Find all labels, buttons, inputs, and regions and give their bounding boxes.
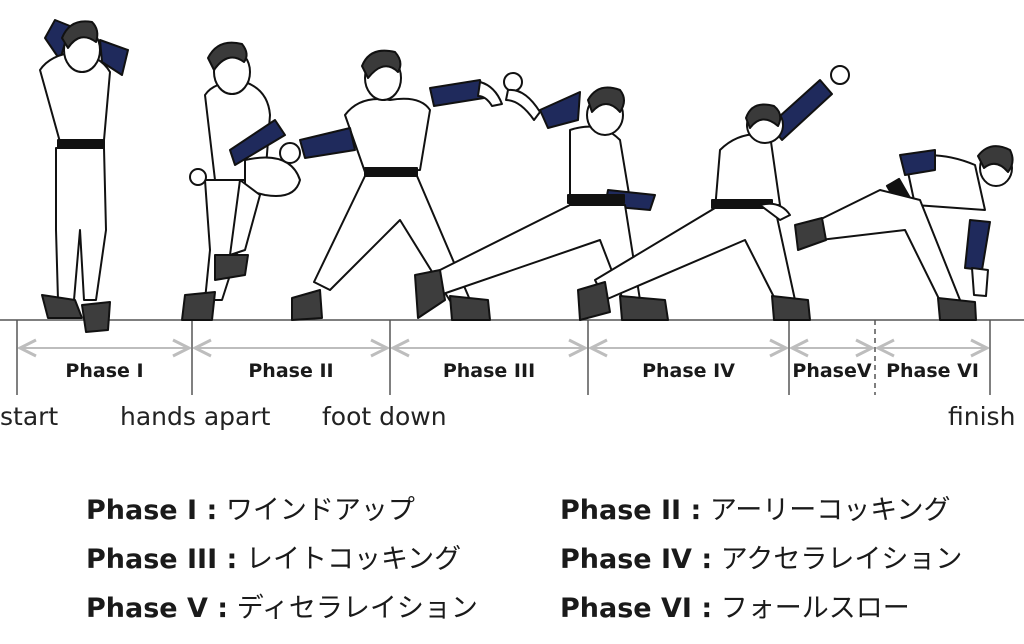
marker-foot-down: foot down (322, 402, 447, 431)
phase-label-3: Phase III (442, 360, 536, 382)
legend-name: レイトコッキング (245, 544, 462, 575)
legend-item: Phase III : レイトコッキング (86, 537, 461, 576)
legend-phase: Phase III : (86, 544, 238, 575)
legend-item: Phase V : ディセラレイション (86, 586, 478, 625)
phase-label-1: Phase I (65, 360, 144, 382)
legend-name: アクセラレイション (720, 544, 963, 575)
legend-phase: Phase I : (86, 495, 218, 526)
marker-start: start (0, 402, 59, 431)
legend-name: ディセラレイション (236, 593, 478, 624)
pitcher-figure-stride (279, 49, 503, 321)
legend-phase: Phase IV : (560, 544, 713, 575)
pitcher-figure-follow-through (794, 145, 1014, 321)
legend-item: Phase VI : フォールスロー (560, 586, 910, 625)
legend-item: Phase I : ワインドアップ (86, 488, 415, 527)
phase-boundaries (16, 320, 991, 395)
pitcher-figure-leg-lift (181, 41, 301, 321)
legend-name: フォールスロー (720, 593, 910, 624)
legend-name: アーリーコッキング (709, 495, 951, 526)
marker-finish: finish (948, 402, 1016, 431)
phase-label-4: Phase IV (642, 360, 735, 382)
pitcher-figure-windup (39, 19, 129, 333)
pitcher-figure-acceleration (577, 65, 850, 321)
legend-item: Phase IV : アクセラレイション (560, 537, 962, 576)
phase-label-2: Phase II (248, 360, 334, 382)
phase-label-6: Phase VI (886, 360, 979, 382)
legend-phase: Phase II : (560, 495, 702, 526)
phase-label-5: PhaseV (792, 360, 872, 382)
legend-item: Phase II : アーリーコッキング (560, 488, 950, 527)
legend-phase: Phase V : (86, 593, 229, 624)
marker-hands-apart: hands apart (120, 402, 271, 431)
legend-name: ワインドアップ (225, 495, 415, 526)
pitching-phase-diagram (0, 19, 1024, 395)
pitcher-figure-late-cocking (414, 72, 669, 321)
legend-phase: Phase VI : (560, 593, 713, 624)
